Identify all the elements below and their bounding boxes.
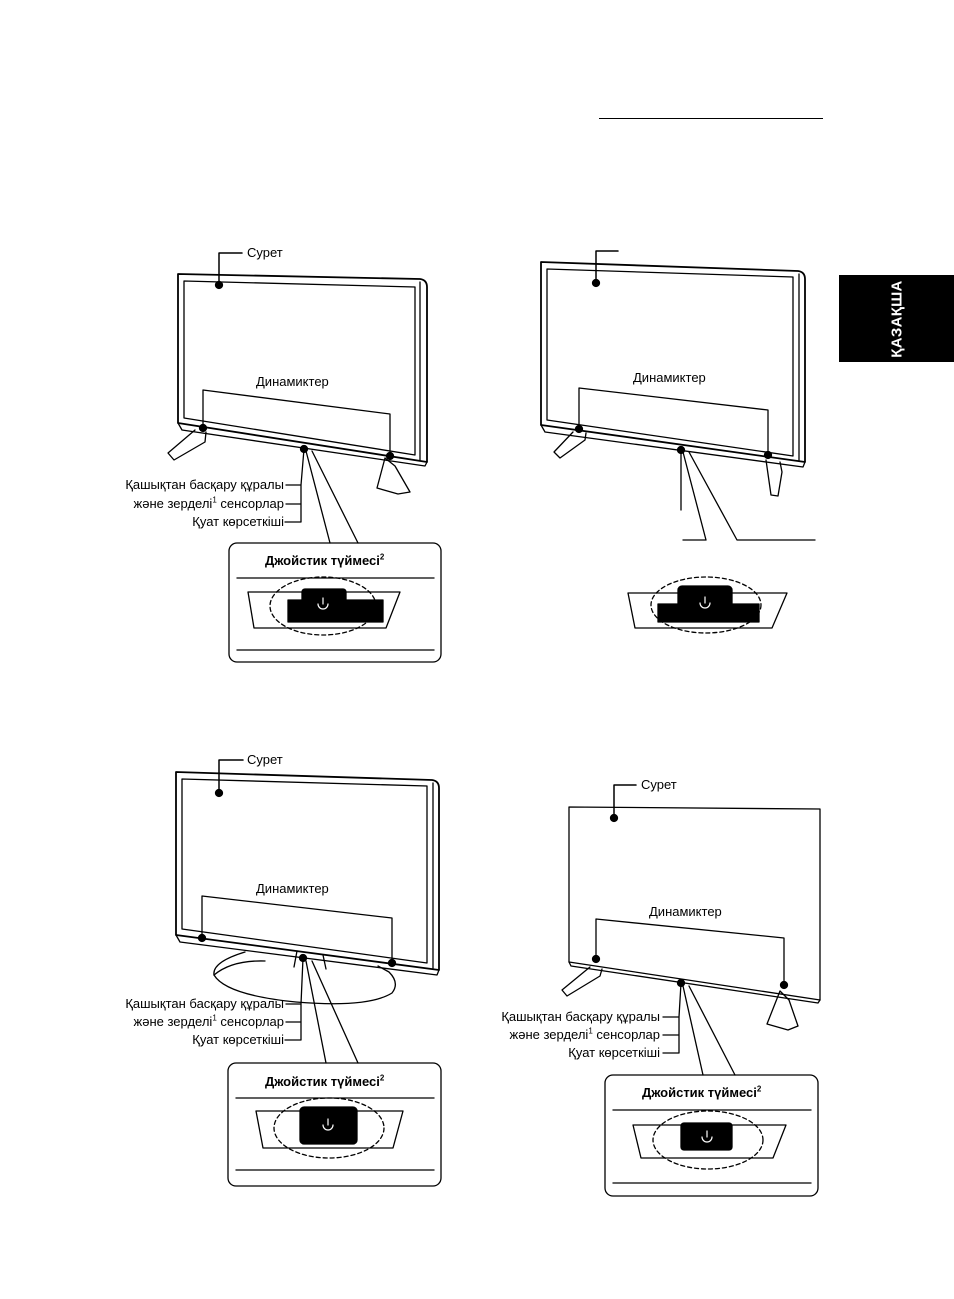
tv1-speaker-dot-l [198,423,208,433]
tv2-panel-body [627,592,788,629]
tv1-picture-label: Сурет [247,245,283,260]
tv3-joystick-highlight [273,1097,385,1159]
tv2-speaker-box [578,387,769,456]
tv3-zoom-lines [305,960,359,1064]
tv2-left-foot [553,431,587,459]
tv-diagram-2 [540,250,816,634]
language-tab: ҚАЗАҚША [839,275,954,362]
tv4-joystick-panel [604,1074,819,1197]
tv3-power-indicator-label: Қуат көрсеткіші [192,1032,284,1047]
tv2-right-foot [765,459,783,497]
tv3-remote-sensor-line1: Қашықтан басқару құралы [125,996,284,1011]
tv1-panel-body [247,591,401,629]
tv3-stand-base [213,951,396,1005]
tv1-remote-sensor-line1: Қашықтан басқару құралы [125,477,284,492]
tv1-right-foot [376,457,411,495]
tv1-joystick-highlight [269,576,377,636]
tv4-right-foot [766,990,799,1031]
tv2-speakers-label: Динамиктер [633,370,706,385]
tv3-screen [181,778,428,964]
tv4-speakers-label: Динамиктер [649,904,722,919]
tv-diagram-1 [167,252,442,663]
tv4-remote-sensor-line2: және зерделі1 сенсорлар [509,1026,660,1042]
tv4-joystick-highlight [652,1110,764,1170]
tv1-joystick-label: Джойстик түймесі2 [265,552,385,568]
tv3-bottom-edge [175,934,440,976]
tv1-joystick-cap [301,588,347,616]
tv3-picture-label: Сурет [247,752,283,767]
tv2-joystick-highlight [650,576,762,634]
tv3-stand-neck [293,950,327,970]
tv4-speaker-dot-l [591,954,601,964]
tv1-left-foot [167,429,207,461]
tv2-bottom-edge [540,424,806,468]
tv3-speaker-box [201,895,393,964]
tv3-joystick-panel [227,1062,442,1187]
tv3-sensor-leader [284,957,304,1041]
tv3-joystick-label: Джойстик түймесі2 [265,1073,385,1089]
tv-diagram-4 [561,784,821,1197]
tv2-speaker-dot-l [574,424,584,434]
tv4-picture-leader [613,784,637,819]
tv1-speakers-label: Динамиктер [256,374,329,389]
tv4-speaker-dot-r [779,980,789,990]
tv4-joystick-label: Джойстик түймесі2 [642,1084,762,1100]
tv1-screen [183,280,416,456]
tv1-picture-leader [218,252,243,286]
tv2-frame-outer [540,261,806,463]
tv3-speaker-dot-l [197,933,207,943]
tv4-panel-body [632,1124,787,1159]
tv4-zoom-lines [682,985,736,1076]
tv1-frame-outer [177,273,428,463]
tv1-joystick-panel [228,542,442,663]
tv-diagram-3 [175,759,442,1187]
tv4-sensor-leader [662,982,682,1054]
tv2-speaker-dot-r [763,450,773,460]
tv1-remote-sensor-line2: және зерделі1 сенсорлар [133,495,284,511]
tv4-picture-label: Сурет [641,777,677,792]
tv3-remote-sensor-line2: және зерделі1 сенсорлар [133,1013,284,1029]
power-icon [699,596,711,609]
tv3-speakers-label: Динамиктер [256,881,329,896]
tv3-picture-leader [218,759,244,794]
tv2-zoom-lines [682,451,816,541]
tv3-stand-base-top [213,960,266,976]
power-icon [322,1118,334,1131]
power-icon [701,1130,713,1143]
tv1-sensor-leader [284,448,305,523]
tv1-speaker-dot-r [385,451,395,461]
tv3-frame-outer [175,771,440,971]
tv1-power-indicator-label: Қуат көрсеткіші [192,514,284,529]
tv4-power-indicator-label: Қуат көрсеткіші [568,1045,660,1060]
tv2-screen [546,268,794,457]
tv4-remote-sensor-line1: Қашықтан басқару құралы [501,1009,660,1024]
header-rule [599,118,823,119]
tv2-picture-leader [595,250,619,284]
tv3-joystick-cap [299,1106,358,1145]
tv3-speaker-dot-r [387,958,397,968]
power-icon [317,597,329,610]
tv1-zoom-lines [305,450,359,544]
tv4-left-foot [561,966,603,997]
tv1-speaker-box [202,389,391,456]
tv4-bottom-edge [568,961,821,1004]
tv4-speaker-box [595,918,785,985]
